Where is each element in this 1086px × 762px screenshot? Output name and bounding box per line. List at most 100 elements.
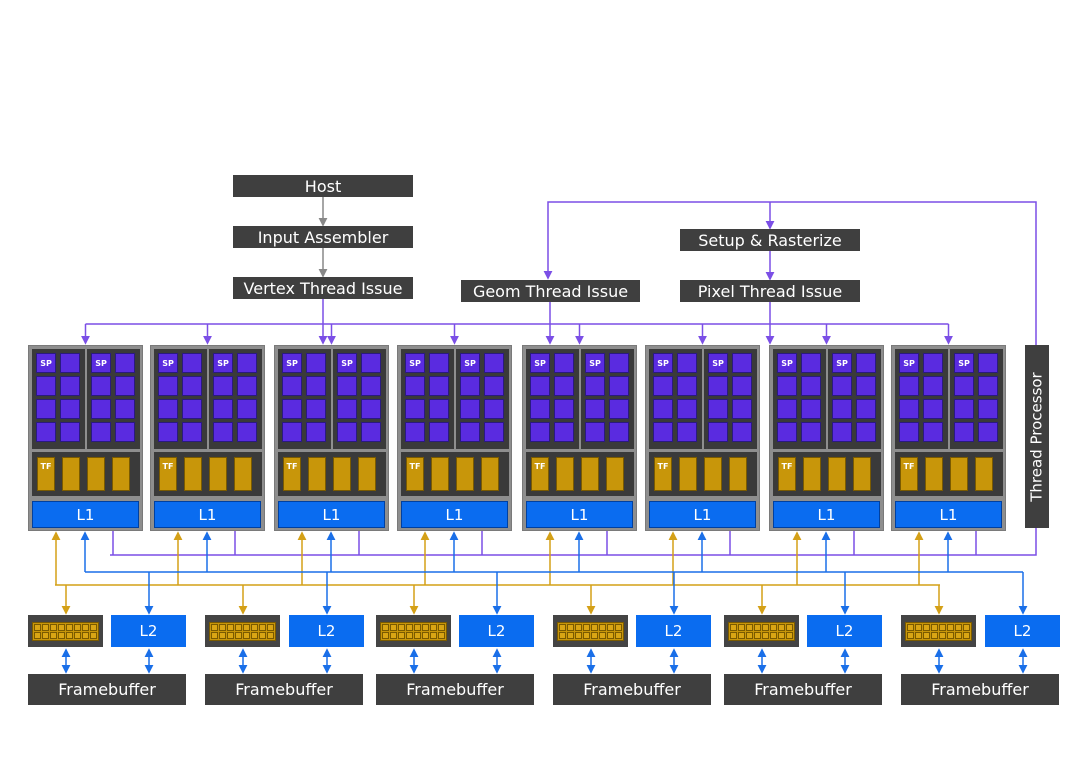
- streaming-multiprocessor: SP: [526, 349, 579, 449]
- rop-grid: [209, 621, 276, 641]
- rop-cell: [90, 623, 97, 631]
- rop-cell: [963, 623, 970, 631]
- rop-cell: [235, 623, 242, 631]
- stream-processor: [115, 376, 135, 396]
- rop-cell: [219, 631, 226, 639]
- rop-cell: [762, 631, 769, 639]
- rop-cell: [583, 623, 590, 631]
- stream-processor: [923, 399, 943, 419]
- rop-unit: [205, 615, 280, 647]
- rop-cell: [947, 623, 954, 631]
- rop-cell: [575, 631, 582, 639]
- stream-processor: [554, 376, 574, 396]
- stream-processor: [732, 353, 752, 373]
- rop-cell: [66, 631, 73, 639]
- rop-cell: [963, 631, 970, 639]
- rop-cell: [74, 631, 81, 639]
- rop-cell: [219, 623, 226, 631]
- texture-filter: [606, 457, 624, 491]
- stream-processor: [306, 399, 326, 419]
- stream-processor: SP: [282, 353, 302, 373]
- rop-cell: [939, 631, 946, 639]
- stream-processor: [213, 376, 233, 396]
- stream-processor: SP: [460, 353, 480, 373]
- stream-processor: [923, 422, 943, 442]
- stream-processor: [237, 376, 257, 396]
- stream-processor: [484, 422, 504, 442]
- stream-processor: [554, 353, 574, 373]
- rop-cell: [82, 623, 89, 631]
- stream-processor: [361, 399, 381, 419]
- stream-processor: [429, 353, 449, 373]
- stream-processor: [777, 376, 797, 396]
- rop-cell: [406, 623, 413, 631]
- rop-cell: [778, 623, 785, 631]
- stream-processor: [832, 422, 852, 442]
- stream-processor: [899, 376, 919, 396]
- stream-processor: [708, 399, 728, 419]
- streaming-multiprocessor: SP: [278, 349, 331, 449]
- stream-processor: [899, 399, 919, 419]
- stream-processor: [832, 376, 852, 396]
- rop-cell: [939, 623, 946, 631]
- texture-filter: [184, 457, 202, 491]
- texture-filter-unit: TF: [278, 452, 386, 496]
- rop-cell: [591, 631, 598, 639]
- rop-cell: [770, 623, 777, 631]
- framebuffer-box: Framebuffer: [376, 674, 534, 705]
- rop-cell: [259, 631, 266, 639]
- stream-processor: [429, 376, 449, 396]
- stream-processor: [91, 399, 111, 419]
- texture-filter-unit: TF: [154, 452, 262, 496]
- stream-processor: [36, 376, 56, 396]
- stream-processor: [484, 353, 504, 373]
- stream-processor: [677, 353, 697, 373]
- texture-filter: TF: [778, 457, 796, 491]
- stream-processor: [60, 376, 80, 396]
- stream-processor: [282, 399, 302, 419]
- stream-processor: [653, 422, 673, 442]
- rop-grid: [32, 621, 99, 641]
- stream-processor: [429, 399, 449, 419]
- stream-processor: [405, 422, 425, 442]
- rop-cell: [211, 623, 218, 631]
- rop-cell: [406, 631, 413, 639]
- l1-cache: L1: [401, 501, 508, 528]
- stream-processor: [653, 376, 673, 396]
- stream-processor: [361, 353, 381, 373]
- texture-filter: [853, 457, 871, 491]
- stream-processor: [60, 353, 80, 373]
- stream-processor: [306, 376, 326, 396]
- texture-filter: [704, 457, 722, 491]
- rop-cell: [615, 631, 622, 639]
- l1-cache: L1: [526, 501, 633, 528]
- l2-cache: L2: [111, 615, 186, 647]
- texture-filter: TF: [900, 457, 918, 491]
- thread-processor-box: Thread Processor: [1025, 345, 1049, 528]
- stream-processor: [91, 422, 111, 442]
- rop-cell: [778, 631, 785, 639]
- l1-cache: L1: [649, 501, 756, 528]
- streaming-multiprocessor: SP: [773, 349, 826, 449]
- stream-processor: SP: [91, 353, 111, 373]
- rop-cell: [730, 623, 737, 631]
- l1-cache: L1: [154, 501, 261, 528]
- stream-processor: [91, 376, 111, 396]
- stream-processor: [801, 422, 821, 442]
- stream-processor: [484, 376, 504, 396]
- thread-processor-loop: [543, 201, 1037, 345]
- texture-filter: [975, 457, 993, 491]
- rop-cell: [438, 631, 445, 639]
- texture-filter: [679, 457, 697, 491]
- l2-cache: L2: [459, 615, 534, 647]
- rop-cell: [762, 623, 769, 631]
- rop-cell: [390, 631, 397, 639]
- pixel-thread-issue-box: Pixel Thread Issue: [680, 280, 860, 302]
- texture-filter: TF: [283, 457, 301, 491]
- rop-cell: [955, 623, 962, 631]
- rop-cell: [599, 631, 606, 639]
- texture-filter: TF: [406, 457, 424, 491]
- streaming-multiprocessor: SP: [87, 349, 140, 449]
